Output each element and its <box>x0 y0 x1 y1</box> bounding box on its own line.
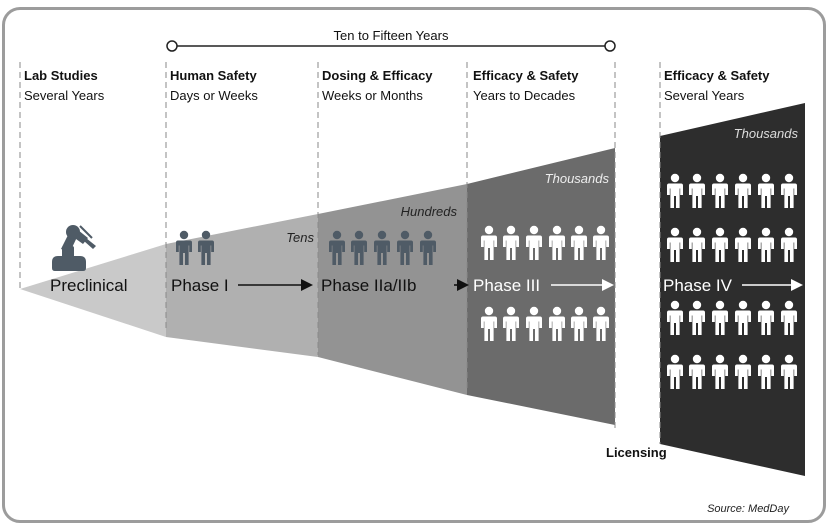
phase-label-3: Phase III <box>473 276 540 295</box>
phase-2-arrow <box>454 279 469 291</box>
stage-1-duration: Several Years <box>24 88 105 103</box>
timeline-start-marker <box>166 40 178 52</box>
licensing-label: Licensing <box>606 445 667 460</box>
stage-5-duration: Several Years <box>664 88 745 103</box>
stage-3-title: Dosing & Efficacy <box>322 68 433 83</box>
phase-label-preclinical: Preclinical <box>50 276 127 295</box>
preclinical-wedge <box>20 244 166 337</box>
scale-label-thousands-phase-4: Thousands <box>734 126 799 141</box>
scale-label-tens: Tens <box>286 230 314 245</box>
phase-label-1: Phase I <box>171 276 229 295</box>
scale-label-hundreds: Hundreds <box>401 204 458 219</box>
phase-label-4: Phase IV <box>663 276 733 295</box>
robot-arm-icon <box>52 225 96 271</box>
stage-4-duration: Years to Decades <box>473 88 576 103</box>
phase-3-wedge <box>467 148 615 425</box>
scale-label-thousands-phase-3: Thousands <box>545 171 610 186</box>
phase-3-arrow <box>551 279 614 291</box>
phase-1-arrow <box>238 279 313 291</box>
stage-4-title: Efficacy & Safety <box>473 68 579 83</box>
stage-3-duration: Weeks or Months <box>322 88 423 103</box>
phase-label-2: Phase IIa/IIb <box>321 276 416 295</box>
stage-5-title: Efficacy & Safety <box>664 68 770 83</box>
column-dividers <box>19 62 661 444</box>
timeline-end-marker <box>604 40 616 52</box>
stage-2-duration: Days or Weeks <box>170 88 258 103</box>
stage-2-title: Human Safety <box>170 68 257 83</box>
timeline-label: Ten to Fifteen Years <box>334 28 449 43</box>
source-credit: Source: MedDay <box>707 503 790 515</box>
phase-4-arrow <box>742 279 803 291</box>
stage-1-title: Lab Studies <box>24 68 98 83</box>
